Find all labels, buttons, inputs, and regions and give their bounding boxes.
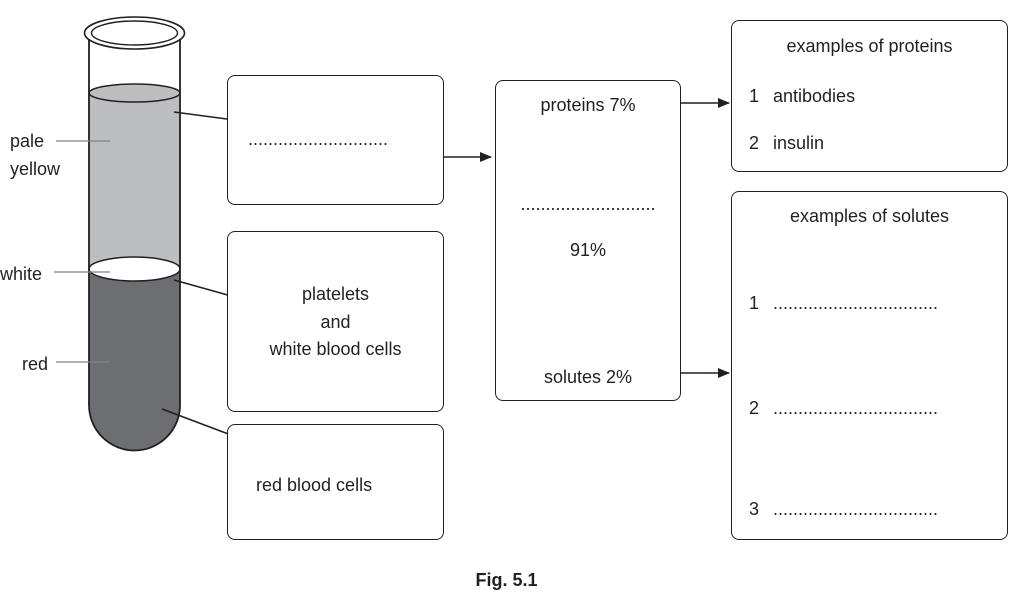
tube-rim-inner [90, 20, 179, 46]
solutes-percent: solutes 2% [543, 367, 633, 387]
plasma-answer-blank: ............................ [248, 129, 389, 149]
label-pale-yellow-1: pale [10, 131, 45, 151]
tube-outline [88, 33, 181, 452]
protein-example-1: antibodies [773, 86, 856, 106]
figure-caption: Fig. 5.1 [475, 570, 538, 590]
middle-percent: 91% [569, 240, 607, 260]
plasma-box: ............................ [227, 75, 444, 205]
proteins-percent: proteins 7% [540, 95, 636, 115]
label-white: white [0, 264, 43, 284]
platelets-line-1: platelets [301, 284, 370, 304]
pale-yellow-layer [89, 93, 180, 268]
red-layer [89, 269, 180, 451]
label-pale-yellow-2: yellow [10, 159, 61, 179]
solutes-examples-title: examples of solutes [789, 206, 950, 226]
platelets-line-3: white blood cells [269, 339, 402, 359]
white-layer [88, 256, 181, 282]
protein-example-2: insulin [773, 133, 825, 153]
solute-example-2-number: 2 [749, 398, 760, 418]
composition-answer-blank: ........................... [520, 194, 656, 214]
solutes-examples-box: examples of solutes 1 ..................… [731, 191, 1008, 540]
composition-box: proteins 7% ........................... … [495, 80, 681, 401]
proteins-examples-title: examples of proteins [786, 36, 953, 56]
platelets-box: platelets and white blood cells [227, 231, 444, 412]
solute-example-2-blank: ................................. [773, 398, 939, 418]
protein-example-1-number: 1 [749, 86, 760, 106]
pale-yellow-surface [88, 83, 181, 103]
label-red: red [22, 354, 49, 374]
protein-example-2-number: 2 [749, 133, 760, 153]
red-cells-box: red blood cells [227, 424, 444, 540]
tube-rim-outer [83, 16, 186, 50]
solute-example-1-number: 1 [749, 293, 760, 313]
platelets-line-2: and [320, 312, 351, 332]
solute-example-3-number: 3 [749, 499, 760, 519]
proteins-examples-box: examples of proteins 1 antibodies 2 insu… [731, 20, 1008, 172]
test-tube [83, 16, 186, 452]
arrow-red [161, 408, 240, 439]
solute-example-1-blank: ................................. [773, 293, 939, 313]
solute-example-3-blank: ................................. [773, 499, 939, 519]
red-cells-label: red blood cells [256, 475, 373, 495]
